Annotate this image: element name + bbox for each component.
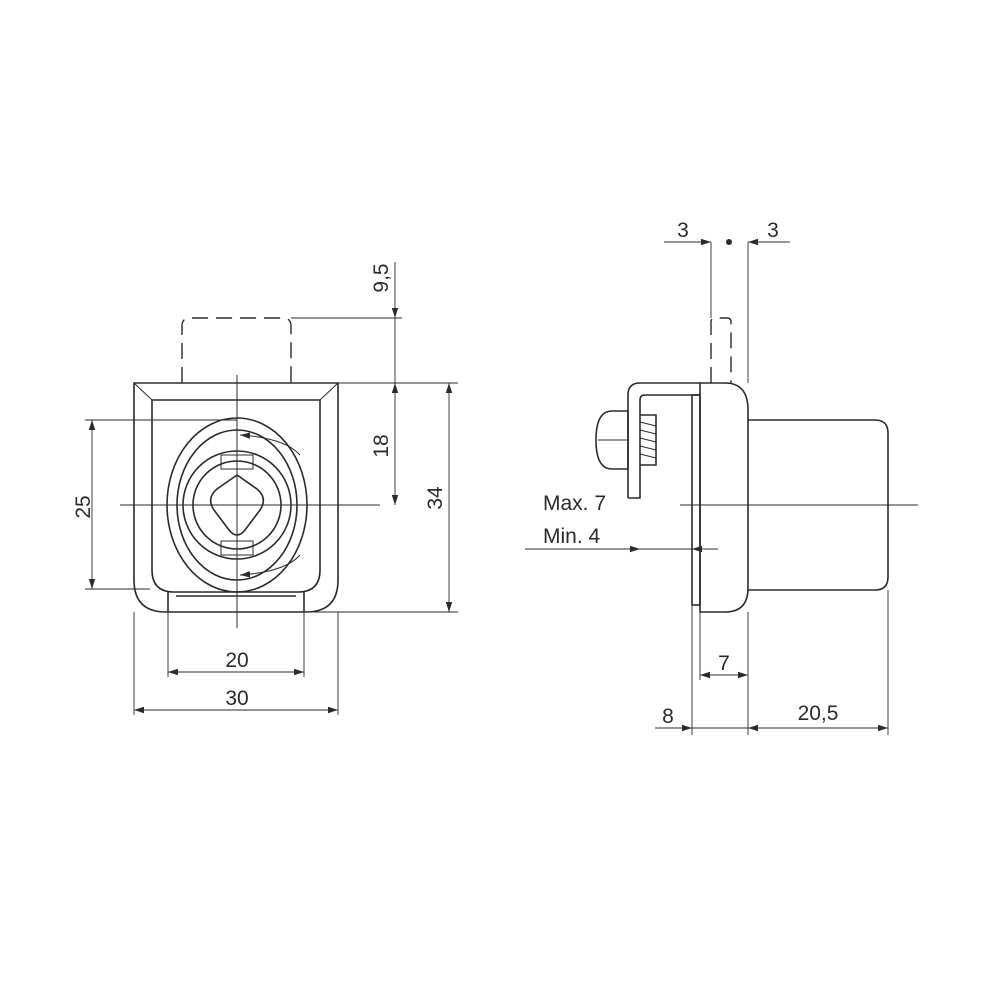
side-view [595,317,918,613]
rotation-arrow-top [239,432,301,456]
side-dimensions: 3 3 Max. 7 Min. 4 7 8 20,5 [525,219,889,735]
datum-point [726,239,732,245]
dim-overall-width-label: 30 [225,687,248,710]
front-dimensions: 9,5 18 34 25 20 30 [72,262,458,715]
screw-thread [640,414,657,466]
min-thickness-label: Min. 4 [543,525,601,548]
lock-body-bevel [151,399,321,593]
dim-inner-width-label: 20 [225,649,248,672]
door-plate [691,394,701,606]
screw-head [595,410,629,470]
lock-flange [699,382,749,613]
bottom-slot [167,592,305,612]
max-thickness-label: Max. 7 [543,492,606,515]
front-view [120,317,380,628]
dim-body-depth-label: 20,5 [798,702,839,725]
bevel-corner-tr [319,382,339,401]
screw-thread-lines [639,421,657,459]
dim-bolt-travel-label: 9,5 [370,263,393,292]
dim-plate-label: 8 [662,705,674,728]
dim-offset-left-label: 3 [677,219,689,242]
dim-inner-height-label: 25 [72,495,95,518]
rotation-arrow-bottom [239,554,301,578]
dim-cam-height-label: 18 [370,434,393,457]
dim-flange-label: 7 [718,652,730,675]
dim-overall-height-label: 34 [424,486,447,510]
side-bolt-dashed [710,317,732,383]
bolt-extension-dashed [181,317,292,383]
cam-bracket [627,382,700,499]
dim-offset-right-label: 3 [767,219,779,242]
bevel-corner-tl [133,382,153,401]
